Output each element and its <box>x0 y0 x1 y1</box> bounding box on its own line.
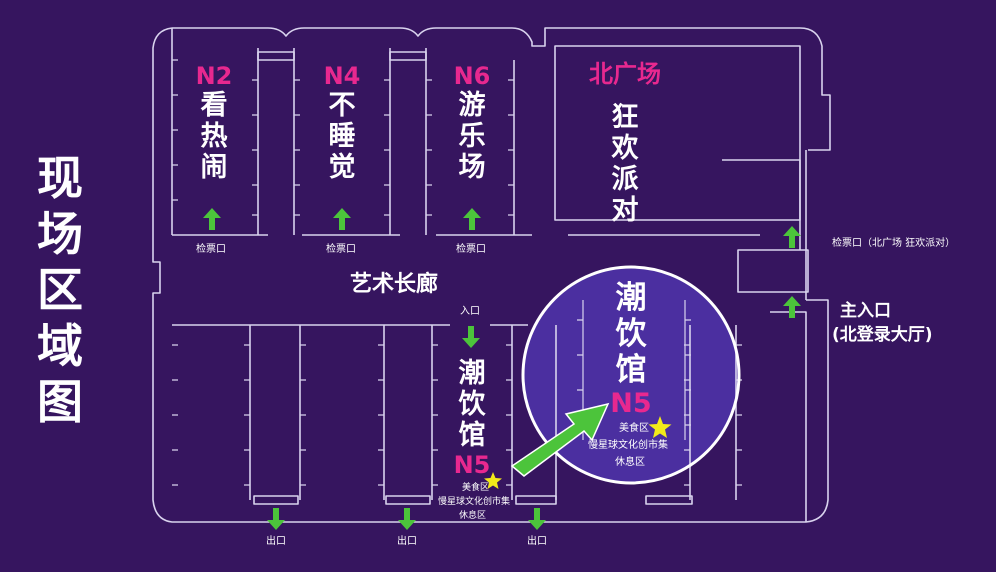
hall-n2-code: N2 <box>195 62 233 90</box>
hall-n4: N4 不睡觉 <box>312 62 372 183</box>
exit-arrow-icon-3 <box>528 508 546 530</box>
n5-entry-arrow-icon <box>462 326 480 348</box>
stars <box>484 416 672 489</box>
north-plaza-name: 狂欢派对 <box>611 102 639 226</box>
main-entrance-line2: (北登录大厅) <box>832 325 933 345</box>
hall-n5-zoom: 潮饮馆 N5 <box>596 280 666 420</box>
hall-n5-code: N5 <box>453 451 491 479</box>
title-char: 区 <box>37 263 83 317</box>
star-icon-small <box>484 472 502 489</box>
hall-n4-code: N4 <box>323 62 361 90</box>
main-entrance-line1: 主入口 <box>840 301 891 321</box>
hall-n2: N2 看热闹 <box>184 62 244 183</box>
n5-rest-label: 休息区 <box>459 511 487 521</box>
page-title: 现场区域图 <box>30 150 90 430</box>
checkpoint-n4: 检票口 <box>326 244 356 255</box>
zoom-pointer-arrow-icon <box>510 402 610 477</box>
title-char: 场 <box>37 207 83 261</box>
hall-n2-name: 看热闹 <box>200 90 228 183</box>
n5-food-label: 美食区 <box>462 483 490 493</box>
hall-n6: N6 游乐场 <box>442 62 502 183</box>
n4-entry-arrow-icon <box>333 208 351 230</box>
title-char: 现 <box>37 151 83 205</box>
title-char: 图 <box>37 375 83 429</box>
corridor-label: 艺术长廊 <box>350 272 439 297</box>
exit-arrow-icon-1 <box>267 508 285 530</box>
hall-n5-name: 潮饮馆 <box>458 358 486 451</box>
building-outline <box>152 27 831 523</box>
north-plaza-code: 北广场 <box>589 60 661 88</box>
star-icon-large <box>648 416 672 438</box>
hall-n6-code: N6 <box>453 62 491 90</box>
exit-label-1: 出口 <box>266 536 286 547</box>
n5-market-label: 慢星球文化创市集 <box>438 497 511 507</box>
north-plaza-arrow-icon <box>783 226 801 248</box>
hall-n6-name: 游乐场 <box>458 90 486 183</box>
hall-n5: 潮饮馆 N5 <box>442 358 502 479</box>
hall-n4-name: 不睡觉 <box>328 90 356 183</box>
n5-zoom-market-label: 慢星球文化创市集 <box>588 440 668 451</box>
n5-zoom-food-label: 美食区 <box>619 423 649 434</box>
exit-label-2: 出口 <box>397 536 417 547</box>
booth-markers <box>172 59 742 486</box>
exit-arrow-icon-2 <box>398 508 416 530</box>
n2-entry-arrow-icon <box>203 208 221 230</box>
checkpoint-north-plaza: 检票口（北广场 狂欢派对） <box>832 238 956 249</box>
title-char: 域 <box>37 319 83 373</box>
main-entry-arrow-icon <box>783 296 801 318</box>
hall-n5-zoom-code: N5 <box>610 388 652 419</box>
checkpoint-n6: 检票口 <box>456 244 486 255</box>
n5-entrance-label: 入口 <box>460 306 480 317</box>
checkpoint-n2: 检票口 <box>196 244 226 255</box>
n5-zoom-rest-label: 休息区 <box>615 457 645 468</box>
n5-zoom-ring <box>521 265 741 485</box>
exit-label-3: 出口 <box>527 536 547 547</box>
hall-north-plaza: 北广场 狂欢派对 <box>570 60 680 226</box>
hall-n5-zoom-name: 潮饮馆 <box>615 280 647 388</box>
direction-arrows <box>203 208 801 530</box>
n6-entry-arrow-icon <box>463 208 481 230</box>
